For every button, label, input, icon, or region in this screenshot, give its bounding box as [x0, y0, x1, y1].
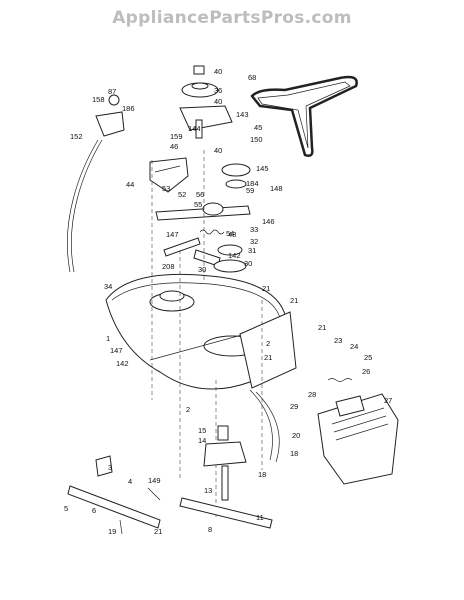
part-callout: 142 — [116, 359, 129, 368]
part-callout: 30 — [244, 259, 252, 268]
part-callout: 53 — [162, 184, 170, 193]
part-callout: 19 — [108, 527, 116, 536]
part-callout: 40 — [214, 97, 222, 106]
part-callout: 32 — [250, 237, 258, 246]
part-callout: 27 — [384, 396, 392, 405]
part-callout: 36 — [214, 86, 222, 95]
part-callout: 87 — [108, 87, 116, 96]
part-callout: 150 — [250, 135, 263, 144]
part-callout: 5 — [64, 504, 68, 513]
part-callout: 147 — [110, 346, 123, 355]
part-callout: 148 — [270, 184, 283, 193]
part-callout: 13 — [204, 486, 212, 495]
part-callout: 2 — [186, 405, 190, 414]
part-callout: 6 — [92, 506, 96, 515]
part-callout: 56 — [196, 190, 204, 199]
part-callout: 4 — [128, 477, 132, 486]
part-callout: 1 — [106, 334, 110, 343]
part-callout: 30 — [198, 265, 206, 274]
part-callout: 145 — [256, 164, 269, 173]
part-callout: 2 — [266, 339, 270, 348]
part-callout: 29 — [290, 402, 298, 411]
part-callout: 28 — [308, 390, 316, 399]
part-callout: 152 — [70, 132, 83, 141]
part-callout: 21 — [318, 323, 326, 332]
part-callout: 147 — [166, 230, 179, 239]
part-callout: 159 — [170, 132, 183, 141]
part-callout: 24 — [350, 342, 358, 351]
part-callout: 21 — [262, 284, 270, 293]
part-callout: 149 — [148, 476, 161, 485]
part-callout: 44 — [126, 180, 134, 189]
part-callout: 21 — [290, 296, 298, 305]
part-callout: 40 — [214, 67, 222, 76]
part-callout: 59 — [246, 186, 254, 195]
part-callout: 68 — [248, 73, 256, 82]
part-callout: 20 — [292, 431, 300, 440]
part-callout: 15 — [198, 426, 206, 435]
part-callout: 40 — [214, 146, 222, 155]
part-callout: 158 — [92, 95, 105, 104]
belt — [250, 75, 358, 157]
part-callout: 18 — [290, 449, 298, 458]
part-callout: 48 — [228, 230, 236, 239]
part-callout: 186 — [122, 104, 135, 113]
part-callout: 8 — [208, 525, 212, 534]
part-callout: 31 — [248, 246, 256, 255]
part-callout: 143 — [236, 110, 249, 119]
part-callout: 55 — [194, 200, 202, 209]
part-callout: 21 — [154, 527, 162, 536]
part-callout: 144 — [188, 124, 201, 133]
part-callout: 146 — [262, 217, 275, 226]
part-callout: 33 — [250, 225, 258, 234]
part-callout: 3 — [108, 463, 112, 472]
part-callout: 18 — [258, 470, 266, 479]
part-callout: 34 — [104, 282, 112, 291]
part-callout: 142 — [228, 251, 241, 260]
part-callout: 21 — [264, 353, 272, 362]
part-callout: 46 — [170, 142, 178, 151]
part-callout: 52 — [178, 190, 186, 199]
part-callout: 26 — [362, 367, 370, 376]
part-callout: 54 — [226, 229, 234, 238]
part-callout: 23 — [334, 336, 342, 345]
part-callout: 184 — [246, 179, 259, 188]
part-callout: 208 — [162, 262, 175, 271]
part-callout: 11 — [256, 513, 264, 522]
part-callout: 45 — [254, 123, 262, 132]
part-callout: 25 — [364, 353, 372, 362]
part-callout: 14 — [198, 436, 206, 445]
watermark: AppliancePartsPros.com — [112, 8, 352, 28]
